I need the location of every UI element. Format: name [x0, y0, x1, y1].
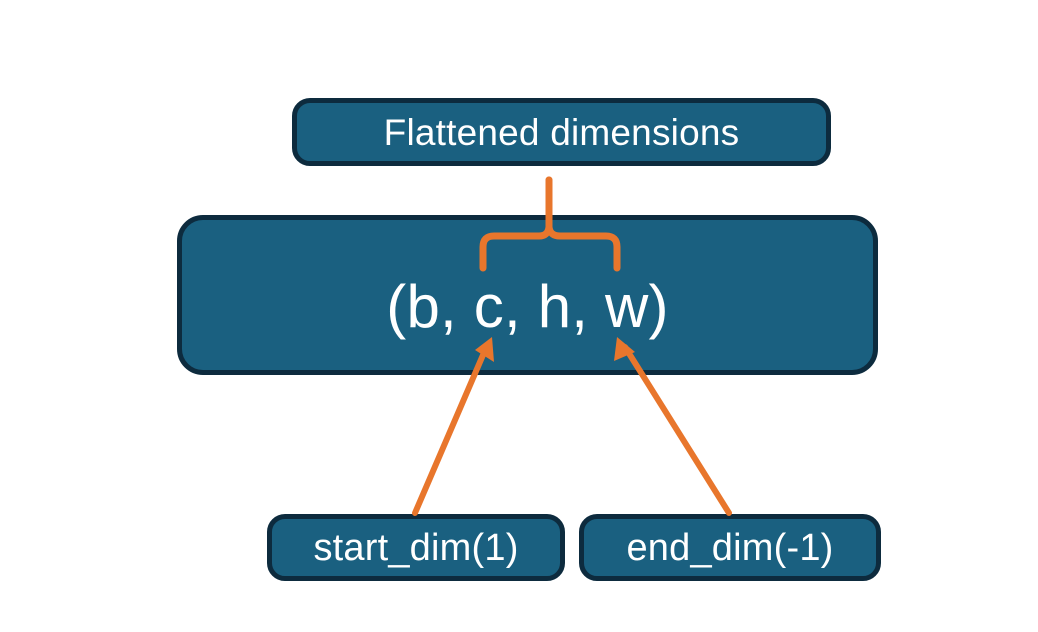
end-dim-node[interactable]: end_dim(-1) — [579, 514, 881, 581]
flattened-dimensions-node[interactable]: Flattened dimensions — [292, 98, 831, 166]
end-dim-label: end_dim(-1) — [626, 526, 834, 569]
tensor-shape-label: (b, c, h, w) — [386, 273, 669, 340]
start-dim-label: start_dim(1) — [313, 526, 519, 569]
tensor-shape-node[interactable]: (b, c, h, w) — [177, 215, 878, 375]
start-dim-node[interactable]: start_dim(1) — [267, 514, 565, 581]
flattened-dimensions-label: Flattened dimensions — [383, 111, 740, 153]
